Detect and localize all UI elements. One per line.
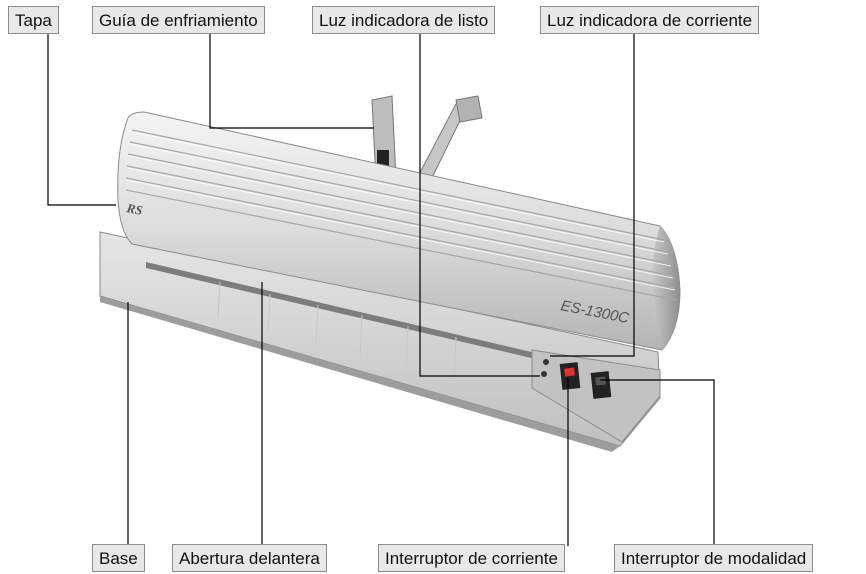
leader-luz-corriente	[550, 34, 635, 357]
label-luz-listo: Luz indicadora de listo	[312, 6, 496, 34]
label-base: Base	[92, 544, 145, 572]
leader-interruptor-modalidad	[600, 379, 715, 546]
power-indicator-light	[543, 359, 549, 365]
leader-lines	[47, 34, 715, 546]
tray-segments	[217, 281, 457, 381]
ready-indicator-light	[541, 371, 547, 377]
label-abertura-delantera: Abertura delantera	[172, 544, 327, 572]
laminator-cover: RS ES-1300C	[117, 111, 681, 351]
laminator-base	[99, 231, 661, 452]
label-interruptor-corriente: Interruptor de corriente	[378, 544, 565, 572]
leader-luz-listo	[419, 34, 540, 377]
leader-guia	[209, 34, 374, 129]
label-interruptor-modalidad: Interruptor de modalidad	[614, 544, 814, 572]
cover-ribs	[125, 129, 677, 301]
label-guia-enfriamiento: Guía de enfriamiento	[92, 6, 265, 34]
leader-tapa	[47, 34, 116, 206]
front-opening-slot	[146, 262, 540, 360]
label-luz-corriente: Luz indicadora de corriente	[540, 6, 760, 34]
label-tapa: Tapa	[8, 6, 59, 34]
cooling-guide-arms	[371, 95, 483, 187]
brand-logo: RS	[124, 200, 143, 218]
